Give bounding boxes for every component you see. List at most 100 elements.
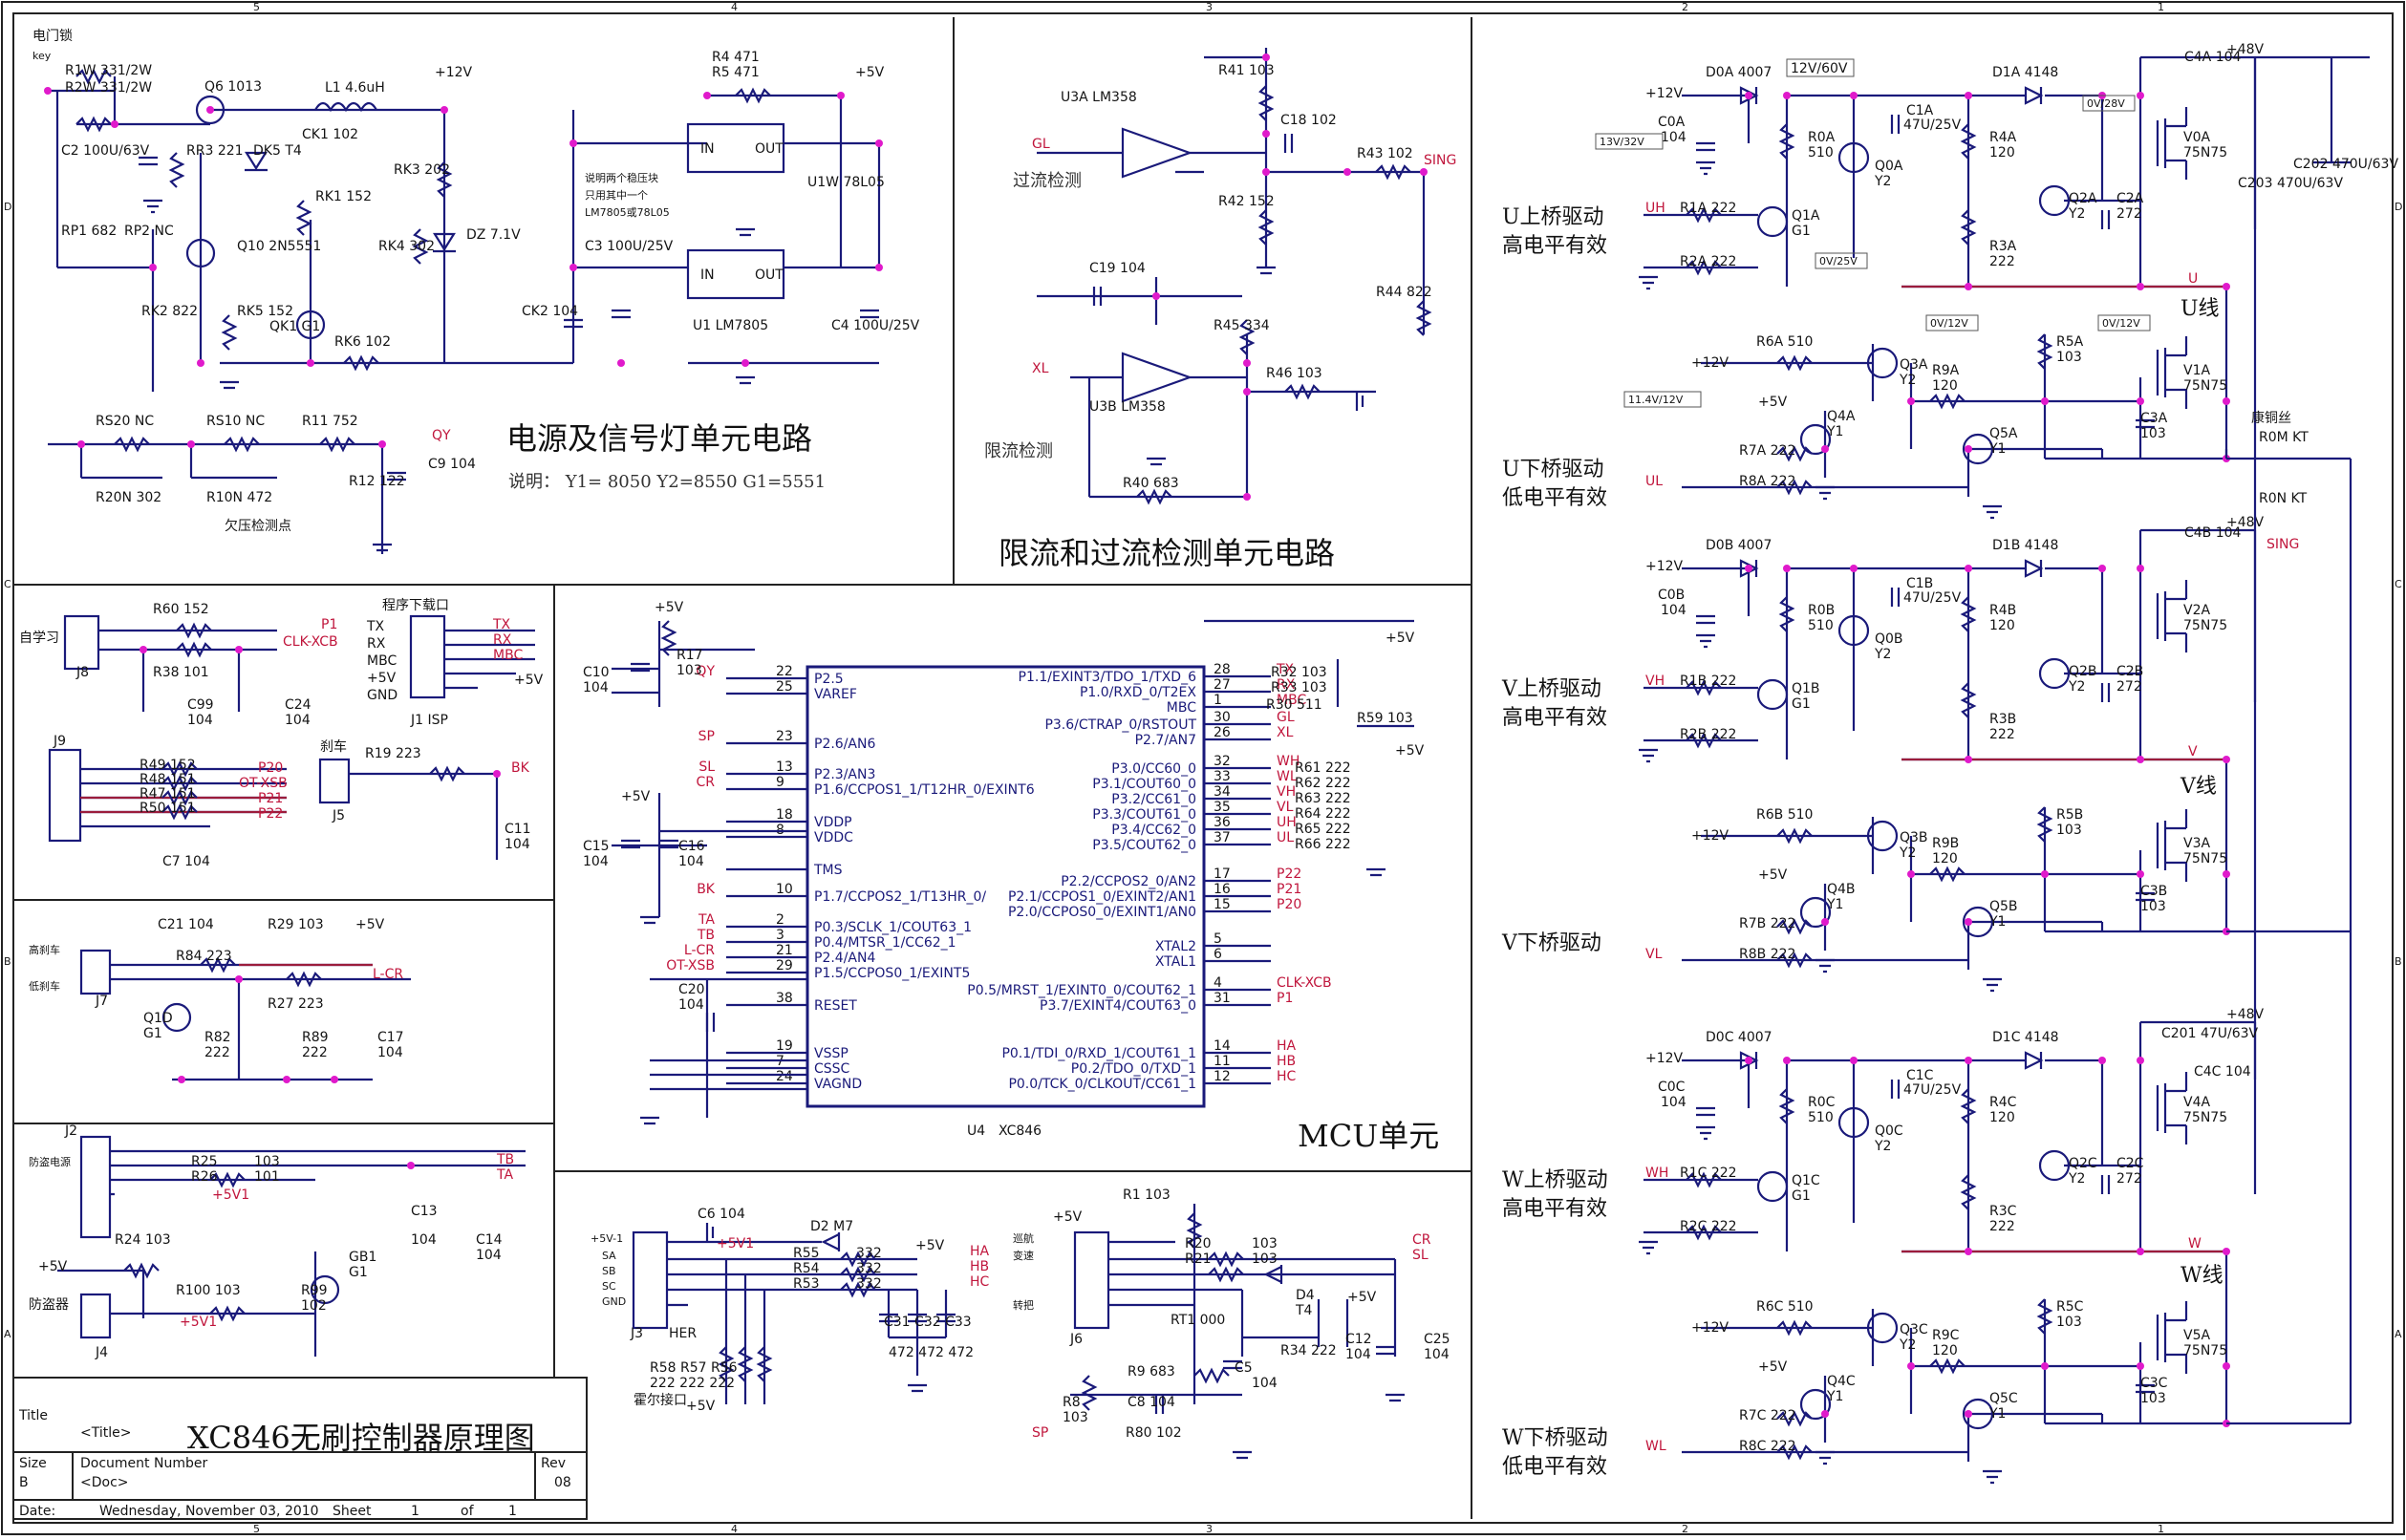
mcu-pin-name: RESET	[814, 998, 857, 1014]
svg-text:R25: R25	[191, 1154, 218, 1169]
resistor-symbol	[1960, 682, 1977, 718]
component-label: Q3B	[1900, 830, 1928, 845]
svg-text:222 222 222: 222 222 222	[650, 1376, 735, 1391]
component-label: 103	[2056, 823, 2082, 838]
svg-text:104: 104	[377, 1045, 403, 1060]
component-label: R0B	[1808, 603, 1835, 618]
capacitor-symbol	[387, 471, 406, 481]
component-label: C1A	[1906, 103, 1934, 118]
svg-text:HB: HB	[970, 1259, 989, 1274]
title-field-label: Title	[18, 1408, 48, 1423]
svg-text:R66 222: R66 222	[1295, 837, 1351, 852]
component-label: U3A LM358	[1061, 90, 1137, 105]
component-label: R5B	[2056, 807, 2083, 823]
regulator-78l05	[686, 122, 785, 174]
sheet-label: Sheet	[333, 1504, 372, 1519]
svg-text:R61 222: R61 222	[1295, 760, 1351, 776]
resistor-symbol	[1776, 827, 1813, 845]
title-block: Title <Title> XC846无刷控制器原理图 Size B Docum…	[12, 1377, 588, 1520]
connector-j1	[409, 614, 446, 699]
component-label: V2A	[2183, 603, 2210, 618]
component-label: R1C 222	[1680, 1166, 1737, 1181]
transistor-note: 说明： Y1= 8050 Y2=8550 G1=5551	[508, 472, 826, 492]
mcu-pin-name: P3.6/CTRAP_0/RSTOUT	[1044, 717, 1196, 733]
component-label: C3C	[2140, 1376, 2168, 1391]
section-dividers	[13, 17, 1472, 1519]
component-label: Y1	[1826, 424, 1843, 439]
component-label: Y2	[1874, 174, 1891, 189]
row-mark: A	[2395, 1328, 2402, 1340]
svg-text:C11: C11	[505, 822, 531, 837]
mcu-pin-net: GL	[1277, 710, 1295, 725]
anti-theft-label: 防盗器	[29, 1297, 69, 1313]
component-label: 222	[1989, 1219, 2015, 1234]
svg-text:104: 104	[411, 1232, 437, 1248]
mcu-pin-name: P0.5/MRST_1/EXINT0_0/COUT62_1	[967, 983, 1196, 998]
resistor-symbol	[1960, 209, 1977, 246]
component-label: R1B 222	[1680, 674, 1736, 689]
svg-text:TA: TA	[496, 1167, 513, 1183]
supply-label: +48V	[2226, 42, 2265, 57]
component-label: D0A 4007	[1706, 65, 1772, 80]
mcu-pin-name: VDDP	[814, 815, 852, 830]
resistor-symbol	[1686, 259, 1722, 276]
transistor-symbol	[1756, 1170, 1789, 1203]
resistor-symbol	[75, 116, 112, 133]
mcu-pin-name: P1.6/CCPOS1_1/T12HR_0/EXINT6	[814, 782, 1035, 798]
svg-text:R17: R17	[677, 648, 703, 663]
resistor-symbol	[1776, 354, 1813, 372]
capacitor-symbol	[1092, 287, 1103, 306]
svg-text:R62 222: R62 222	[1295, 776, 1351, 791]
voltage-note: 12V/60V	[1791, 61, 1848, 76]
transistor-symbol	[1837, 614, 1870, 647]
svg-text:104: 104	[187, 713, 213, 728]
net-label-phase: W	[2188, 1236, 2202, 1251]
mcu-pin-net: WL	[1277, 769, 1298, 784]
svg-text:P1: P1	[321, 617, 337, 632]
transistor-symbol	[1866, 820, 1899, 852]
component-label: C2 100U/63V	[61, 143, 150, 159]
component-label: C2A	[2116, 191, 2144, 206]
mcu-pin-net: HA	[1277, 1038, 1297, 1054]
svg-text:R27 223: R27 223	[268, 996, 324, 1012]
of-label: of	[461, 1504, 475, 1519]
transistor-symbol	[161, 1002, 192, 1033]
component-label: R2W 331/2W	[65, 80, 152, 96]
mcu-pin-net: HB	[1277, 1054, 1296, 1069]
resistor-symbol	[221, 314, 238, 351]
detect-section-title: 限流和过流检测单元电路	[999, 535, 1335, 571]
component-label: Q10 2N5551	[237, 239, 321, 254]
col-mark: 4	[731, 1, 738, 13]
capacitor-symbol	[1890, 1080, 1901, 1099]
component-label: Q0C	[1875, 1123, 1903, 1139]
component-label: Y2	[2068, 1171, 2085, 1187]
svg-text:103: 103	[1252, 1236, 1278, 1251]
col-mark: 3	[1206, 1523, 1213, 1535]
svg-text:C24: C24	[285, 697, 311, 713]
mcu-chip-name: XC846	[999, 1123, 1042, 1139]
ground-icon	[1696, 633, 1715, 649]
svg-text:SP: SP	[1032, 1425, 1048, 1441]
transistor-symbol	[1962, 1398, 1994, 1430]
low-brake-label: 低刹车	[29, 979, 60, 993]
bulk-cap-label: C202 470U/63V	[2293, 157, 2398, 172]
mcu-pin-net: P20	[1277, 897, 1301, 912]
component-label: C3 100U/25V	[585, 239, 674, 254]
svg-text:TB: TB	[496, 1152, 514, 1167]
svg-text:R84 223: R84 223	[176, 949, 232, 964]
net-label-high: WH	[1645, 1166, 1668, 1181]
v-low-label: V下桥驱动	[1501, 931, 1601, 955]
svg-text:332: 332	[856, 1276, 882, 1292]
supply-label: +5V	[1758, 867, 1788, 883]
mosfet-symbol	[2156, 809, 2188, 882]
component-label: R9A	[1932, 363, 1960, 378]
mcu-pin-number: 31	[1214, 991, 1231, 1006]
svg-text:R82: R82	[204, 1030, 231, 1045]
svg-text:472 472 472: 472 472 472	[889, 1345, 974, 1360]
zener-icon	[245, 151, 268, 172]
mcu-pin-name: P1.0/RXD_0/T2EX	[1080, 685, 1196, 700]
component-label: C4 100U/25V	[831, 318, 920, 333]
svg-text:Q1D: Q1D	[143, 1011, 173, 1026]
